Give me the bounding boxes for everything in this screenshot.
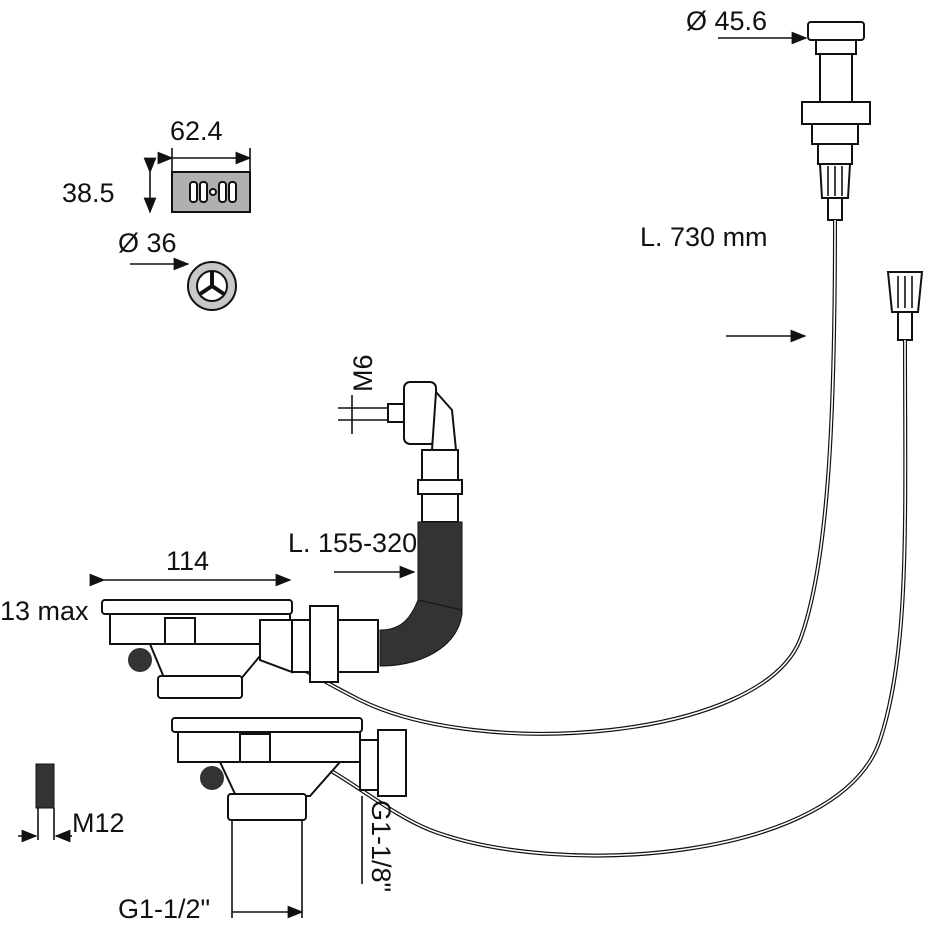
overflow-thread-label: M6 [348, 354, 378, 392]
overflow-width-label: 62.4 [170, 116, 223, 146]
overflow-hose-length-label: L. 155-320 [288, 528, 417, 558]
outlet-thread-label: G1-1/2" [118, 894, 210, 924]
remote-button [801, 21, 871, 221]
screw [18, 763, 72, 843]
basket-diameter-label: 114 [166, 546, 209, 576]
cable-end-connector [886, 271, 924, 341]
overflow-plate [171, 171, 251, 213]
button-diameter-label: Ø 45.6 [686, 6, 767, 36]
cable-length-label: L. 730 mm [640, 222, 768, 252]
strainer-diameter-label: Ø 36 [118, 228, 177, 258]
strainer [187, 261, 237, 311]
overflow-height-label: 38.5 [62, 178, 115, 208]
main-drain-upper [101, 599, 379, 699]
main-drain-lower [171, 717, 407, 821]
screw-thread-label: M12 [72, 808, 125, 838]
side-outlet-thread-label: G1-1/8" [366, 800, 396, 892]
overflow-assembly [379, 381, 463, 667]
sink-thickness-label: 13 max [0, 596, 89, 626]
